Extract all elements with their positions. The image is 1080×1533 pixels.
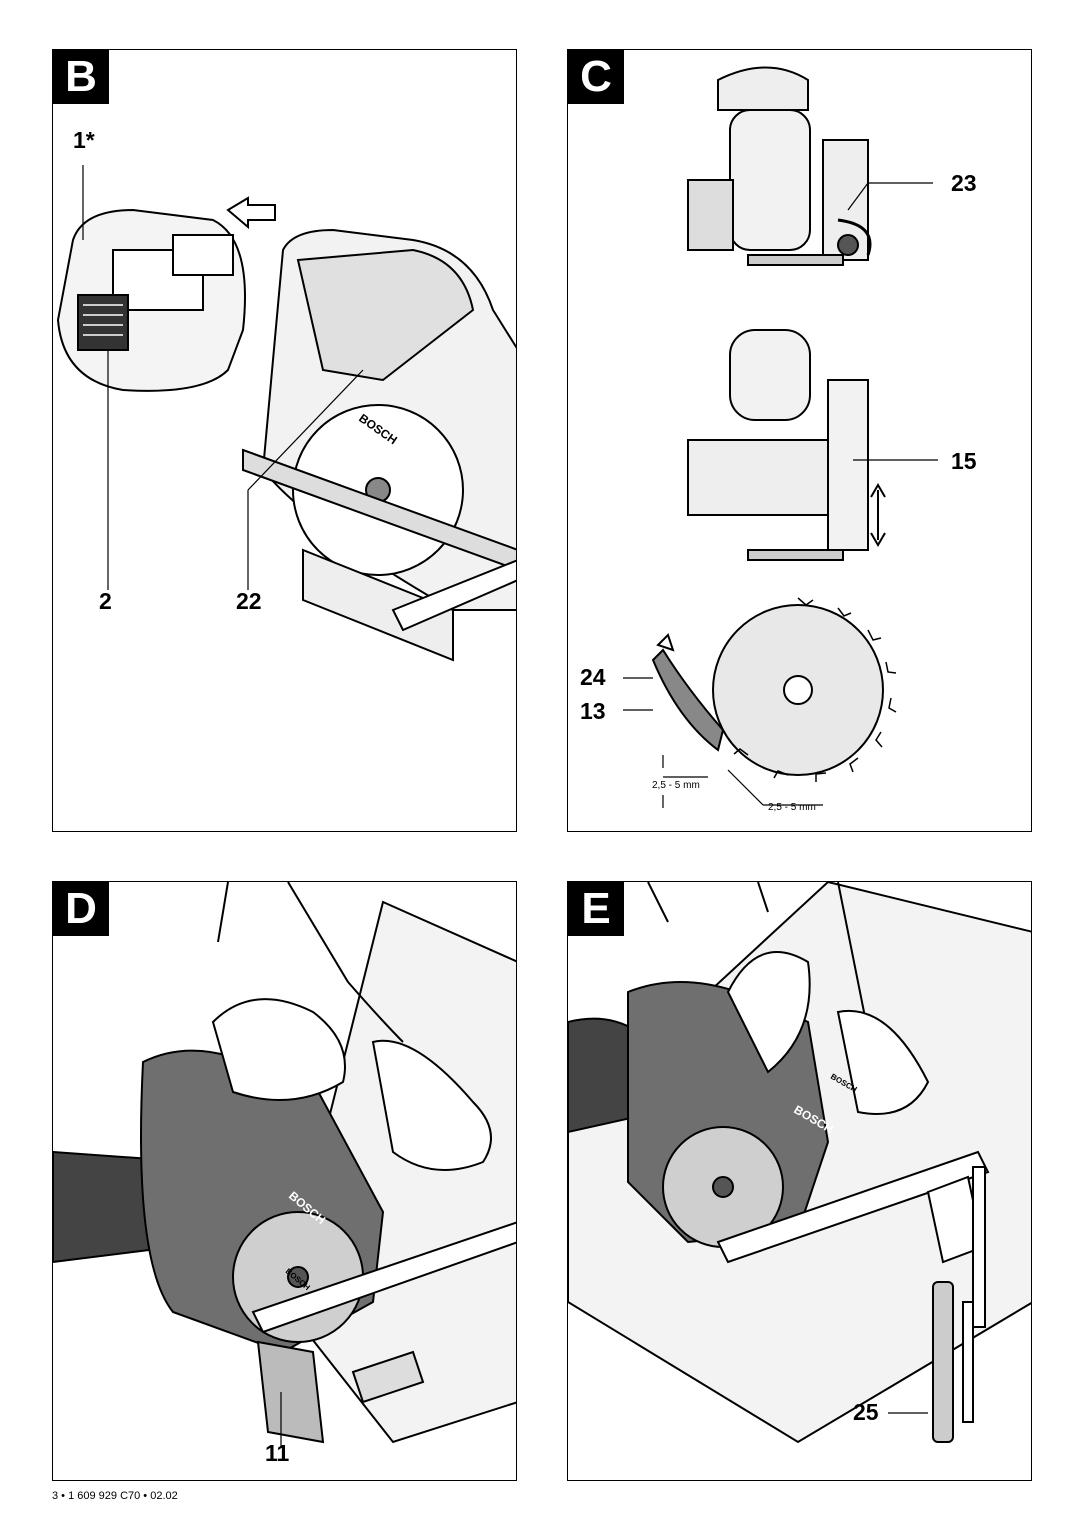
- callout-13: 13: [580, 698, 606, 724]
- panel-e-badge: E: [568, 882, 624, 936]
- callout-15: 15: [951, 448, 977, 474]
- saw-blade-teeth: [733, 597, 897, 782]
- guide-cut-illustration: BOSCH BOSCH: [53, 882, 516, 1447]
- panel-b-badge: B: [53, 50, 109, 104]
- depth-adjustment-illustration: [623, 66, 938, 808]
- callout-11: 11: [265, 1440, 290, 1466]
- callout-2: 2: [99, 588, 112, 614]
- panel-e: E BOSCH BOSCH 25: [567, 881, 1032, 1481]
- panel-d-badge: D: [53, 882, 109, 936]
- battery-insertion-illustration: BOSCH: [56, 165, 516, 662]
- callout-25: 25: [853, 1399, 879, 1425]
- panel-d: D BOSCH BOSCH 11: [52, 881, 517, 1481]
- callout-23: 23: [951, 170, 977, 196]
- dimension-blade: 2,5 - 5 mm: [768, 802, 816, 813]
- callout-24: 24: [580, 664, 606, 690]
- panel-b: B BOSCH: [52, 49, 517, 832]
- callout-1: 1*: [73, 127, 95, 153]
- clamped-guide-illustration: BOSCH BOSCH: [568, 882, 1031, 1444]
- panel-c: C: [567, 49, 1032, 832]
- panel-c-badge: C: [568, 50, 624, 104]
- document-footer: 3 • 1 609 929 C70 • 02.02: [52, 1490, 178, 1502]
- dimension-guard: 2,5 - 5 mm: [652, 780, 700, 791]
- callout-22: 22: [236, 588, 262, 614]
